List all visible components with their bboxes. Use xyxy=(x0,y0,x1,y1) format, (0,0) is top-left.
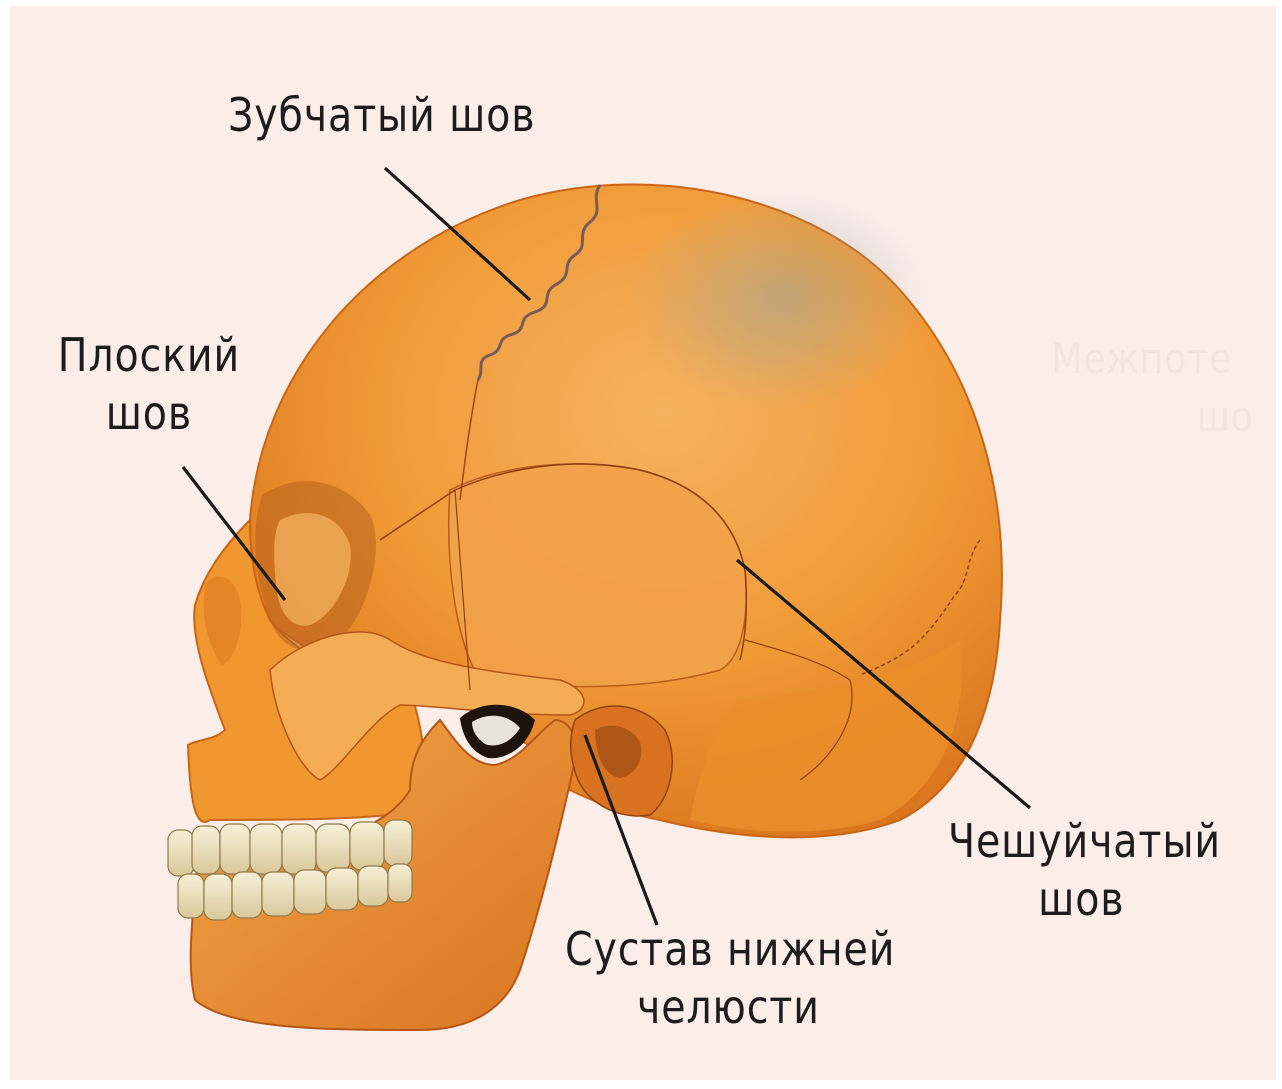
label-coronal-suture: Зубчатый шов xyxy=(228,86,535,144)
jaw-joint-line-2: челюсти xyxy=(565,978,892,1036)
parietal-tint xyxy=(630,190,930,410)
squamous-suture-line-2: шов xyxy=(948,870,1215,928)
label-squamous-suture: Чешуйчатый шов xyxy=(948,812,1215,928)
flat-suture-line-1: Плоский xyxy=(50,326,248,384)
jaw-joint-line-1: Сустав нижней xyxy=(565,920,892,978)
label-faded-right: Межпоте шо xyxy=(1030,330,1254,446)
squamous-suture-line-1: Чешуйчатый xyxy=(948,812,1215,870)
label-flat-suture: Плоский шов xyxy=(50,326,248,442)
label-jaw-joint: Сустав нижней челюсти xyxy=(565,920,892,1036)
faded-line-2: шо xyxy=(1030,388,1254,446)
flat-suture-line-2: шов xyxy=(50,384,248,442)
faded-line-1: Межпоте xyxy=(1030,330,1254,388)
